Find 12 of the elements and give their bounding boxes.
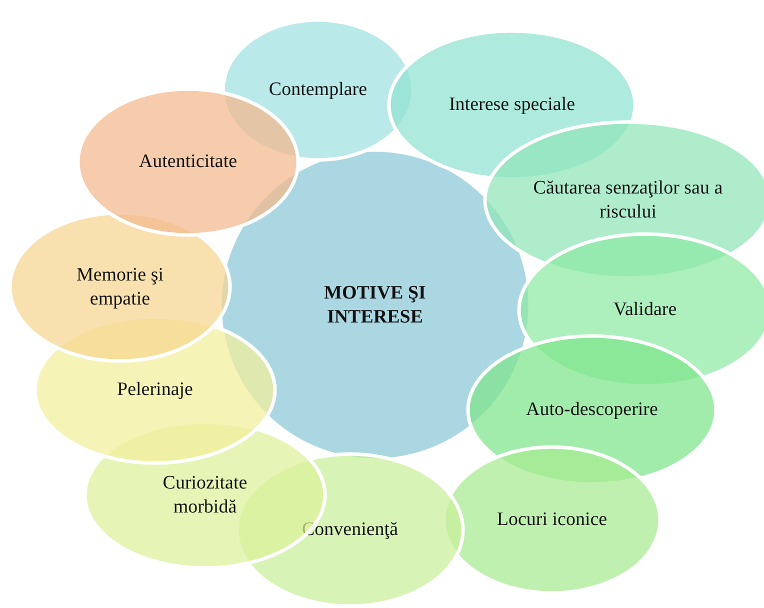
motive-label: Contemplare [268, 78, 368, 102]
motive-label: Validare [613, 298, 677, 322]
motive-label: Pelerinaje [117, 378, 193, 402]
center-title: MOTIVE ŞI INTERESE [323, 281, 427, 329]
motive-label: Curiozitate morbidă [162, 471, 248, 519]
motive-label: Auto-descoperire [526, 398, 658, 422]
motive-label: Convenienţă [302, 518, 398, 542]
motive-label: Memorie şi empatie [75, 263, 165, 311]
motive-label: Autenticitate [138, 150, 238, 174]
motive-label: Interese speciale [448, 93, 576, 117]
motive-label: Locuri iconice [496, 508, 608, 532]
motive-label: Căutarea senzaţilor sau a riscului [532, 176, 724, 224]
